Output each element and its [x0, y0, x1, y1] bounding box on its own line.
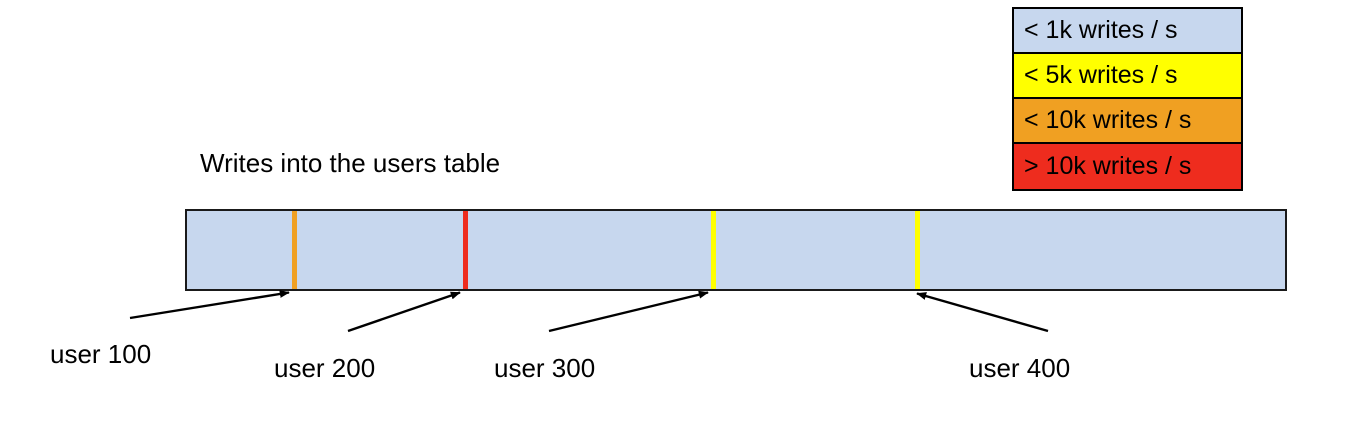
legend-label-under-5k: < 5k writes / s: [1024, 61, 1178, 89]
arrow-user-200: [347, 291, 461, 333]
legend-label-over-10k: > 10k writes / s: [1024, 152, 1192, 180]
legend-row-under-10k: < 10k writes / s: [1014, 99, 1241, 144]
annotation-label-user-400: user 400: [969, 353, 1071, 383]
marker-user-200: [463, 211, 468, 289]
legend-row-over-10k: > 10k writes / s: [1014, 144, 1241, 189]
chart-title: Writes into the users table: [200, 148, 501, 178]
annotation-label-user-300: user 300: [494, 353, 596, 383]
legend-label-under-10k: < 10k writes / s: [1024, 106, 1192, 134]
marker-user-300: [711, 211, 716, 289]
legend-row-under-5k: < 5k writes / s: [1014, 54, 1241, 99]
marker-user-400: [915, 211, 920, 289]
arrow-user-400: [916, 292, 1049, 333]
users-table-keyspace-bar: [185, 209, 1287, 291]
annotation-label-user-100: user 100: [50, 339, 152, 369]
marker-user-100: [292, 211, 297, 289]
legend-row-under-1k: < 1k writes / s: [1014, 9, 1241, 54]
legend-label-under-1k: < 1k writes / s: [1024, 16, 1178, 44]
arrow-user-300: [548, 290, 709, 333]
annotation-label-user-200: user 200: [274, 353, 376, 383]
write-rate-legend: < 1k writes / s < 5k writes / s < 10k wr…: [1012, 7, 1243, 191]
arrow-user-100: [129, 290, 290, 320]
